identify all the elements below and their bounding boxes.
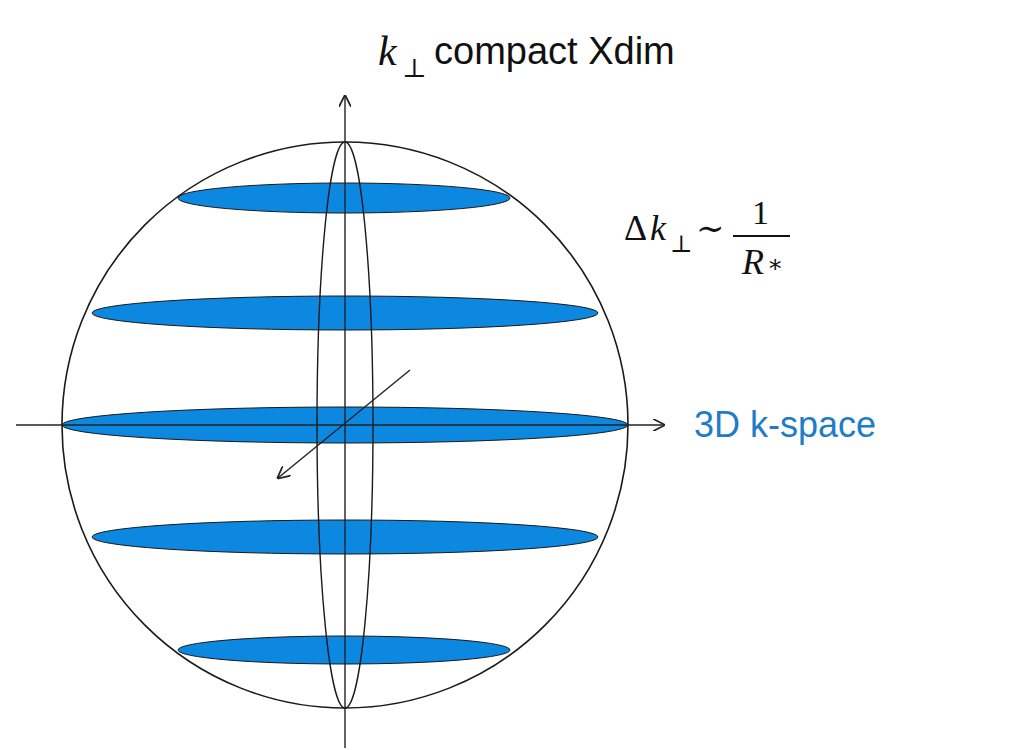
subscript: ∗: [767, 252, 783, 276]
fraction-denominator: R: [742, 244, 764, 280]
math-symbol: ∼: [696, 212, 725, 246]
axis-symbol: k: [378, 30, 397, 72]
subscript: ⊥: [670, 232, 693, 256]
fraction-numerator: 1: [752, 196, 769, 230]
fraction-bar: [733, 235, 790, 237]
math-symbol: Δ: [624, 210, 647, 246]
horizontal-axis: [16, 424, 664, 425]
depth-axis: [278, 370, 410, 478]
region-caption: 3D k-space: [694, 407, 876, 443]
math-symbol: k: [650, 210, 666, 246]
axis-caption: compact Xdim: [434, 32, 675, 70]
subscript: ⊥: [402, 56, 426, 82]
